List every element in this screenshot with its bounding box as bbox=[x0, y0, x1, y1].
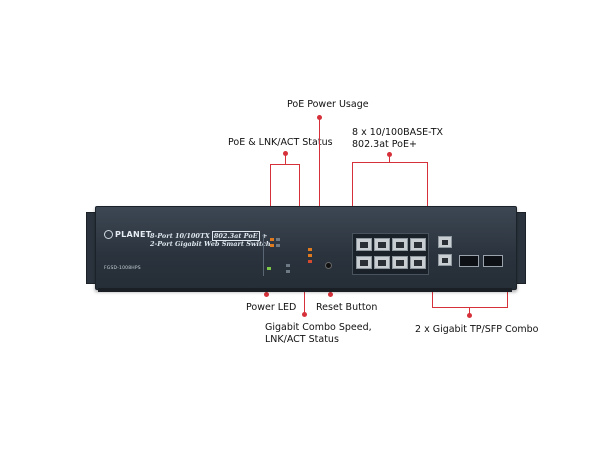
lnk-act-led bbox=[276, 244, 280, 247]
callout-power-led: Power LED bbox=[246, 302, 297, 313]
callout-poe-power-usage: PoE Power Usage bbox=[287, 99, 369, 110]
port-block-10-100 bbox=[352, 233, 429, 275]
poe-led bbox=[276, 238, 280, 241]
rj45-port bbox=[392, 256, 408, 269]
planet-logo-icon bbox=[104, 230, 113, 239]
callout-line-poe-lnk-right bbox=[299, 164, 300, 238]
combo-speed-led bbox=[286, 264, 290, 267]
callout-dot-combo-status bbox=[302, 312, 307, 317]
callout-line-poe-lnk-top bbox=[270, 164, 300, 165]
poe-usage-led bbox=[308, 254, 312, 257]
rj45-port bbox=[410, 256, 426, 269]
poe-usage-led bbox=[308, 248, 312, 251]
callout-dot-poe-power bbox=[317, 115, 322, 120]
callout-line-poe-power bbox=[319, 118, 320, 246]
rj45-port bbox=[374, 238, 390, 251]
switch-chassis bbox=[95, 206, 517, 290]
callout-gigabit-combo: 2 x Gigabit TP/SFP Combo bbox=[415, 324, 539, 335]
sfp-slot bbox=[483, 255, 503, 267]
led-panel bbox=[263, 234, 324, 276]
callout-line-poe-lnk-stem bbox=[285, 154, 286, 164]
callout-dot-combo bbox=[467, 313, 472, 318]
brand-logo: PLANET bbox=[104, 230, 152, 239]
callout-poe-lnk-act-status: PoE & LNK/ACT Status bbox=[228, 137, 333, 148]
callout-line-combo-stem bbox=[469, 307, 470, 315]
callout-dot-ports bbox=[387, 152, 392, 157]
title-ports: 8-Port 10/100TX bbox=[150, 232, 210, 240]
callout-gigabit-combo-status: Gigabit Combo Speed, LNK/ACT Status bbox=[265, 322, 372, 345]
lnk-act-led bbox=[270, 244, 274, 247]
callout-reset-button: Reset Button bbox=[316, 302, 378, 313]
callout-line-ports-top bbox=[352, 162, 428, 163]
model-number: FGSD-1008HPS bbox=[104, 266, 141, 271]
poe-usage-led bbox=[308, 260, 312, 263]
rj45-port bbox=[374, 256, 390, 269]
callout-ports-10-100: 8 x 10/100BASE-TX 802.3at PoE+ bbox=[352, 127, 444, 150]
rj45-port bbox=[410, 238, 426, 251]
rj45-port bbox=[356, 238, 372, 251]
callout-dot-poe-lnk bbox=[283, 151, 288, 156]
callout-dot-reset bbox=[328, 292, 333, 297]
combo-lnk-led bbox=[286, 270, 290, 273]
brand-name: PLANET bbox=[115, 230, 152, 239]
rj45-port bbox=[356, 256, 372, 269]
reset-button[interactable] bbox=[325, 262, 332, 269]
title-plus: + bbox=[261, 232, 268, 240]
device-title-line2: 2-Port Gigabit Web Smart Switch bbox=[150, 240, 271, 248]
sfp-slot bbox=[459, 255, 479, 267]
poe-led bbox=[270, 238, 274, 241]
callout-line-ports-left bbox=[352, 162, 353, 232]
gigabit-rj45-port bbox=[438, 236, 452, 248]
gigabit-rj45-port bbox=[438, 254, 452, 266]
callout-line-ports-right bbox=[427, 162, 428, 232]
rj45-port bbox=[392, 238, 408, 251]
power-led bbox=[267, 267, 271, 270]
callout-line-combo-bottom bbox=[432, 307, 508, 308]
switch-base bbox=[98, 288, 512, 292]
callout-line-poe-lnk-left bbox=[270, 164, 271, 238]
callout-dot-power-led bbox=[264, 292, 269, 297]
callout-line-ports-stem bbox=[389, 155, 390, 162]
